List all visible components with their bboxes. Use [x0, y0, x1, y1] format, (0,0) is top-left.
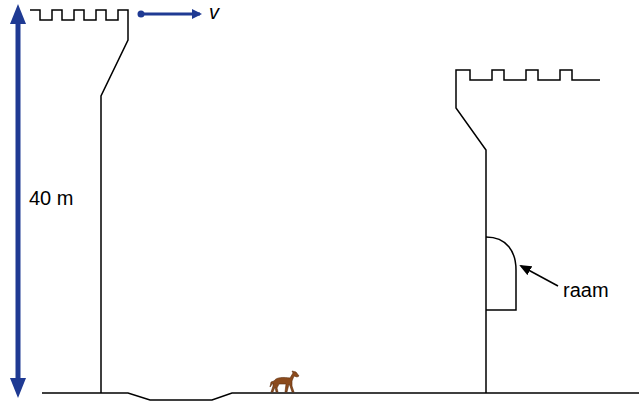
velocity-arrow [144, 13, 200, 16]
dimension-label: 40 m [29, 188, 73, 208]
velocity-label: v [209, 2, 219, 22]
right-tower [456, 70, 600, 393]
part-label: raam [563, 280, 609, 300]
window [486, 237, 516, 310]
left-tower [30, 10, 128, 393]
ball [138, 11, 145, 18]
horse [270, 371, 299, 392]
ground [42, 393, 639, 400]
leader-line [521, 266, 558, 286]
height-dimension [10, 4, 26, 398]
